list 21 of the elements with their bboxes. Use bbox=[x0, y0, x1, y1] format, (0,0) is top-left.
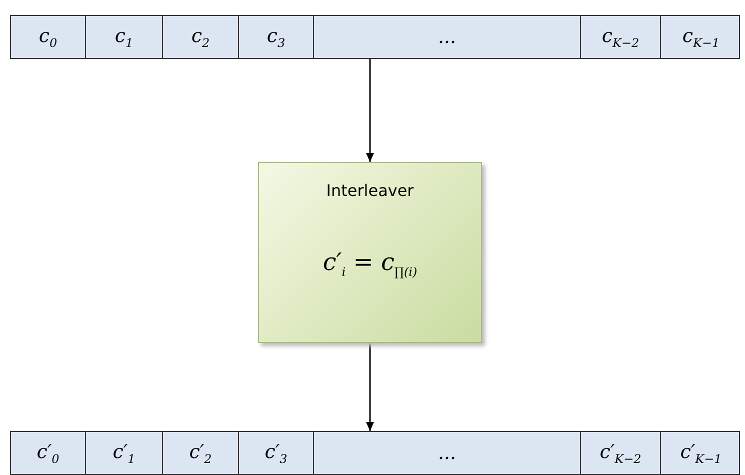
cell-label: ... bbox=[438, 26, 456, 48]
cell-label: c$_{0}$ bbox=[38, 24, 58, 50]
box-title: Interleaver bbox=[326, 181, 414, 200]
cell-label: c′$_{0}$ bbox=[36, 440, 60, 466]
cell-label: c′$_{K−1}$ bbox=[680, 440, 722, 466]
cell-label: ... bbox=[438, 442, 456, 464]
cell-label: c′$_{1}$ bbox=[112, 440, 136, 466]
cell-label: c$_{K−2}$ bbox=[602, 24, 640, 50]
cell-label: c$_{K−1}$ bbox=[682, 24, 720, 50]
cell-label: c′$_{K−2}$ bbox=[600, 440, 642, 466]
arrow bbox=[366, 59, 374, 162]
cell-label: c$_{3}$ bbox=[266, 24, 286, 50]
arrow bbox=[366, 343, 374, 431]
formula: c′$_{i}$ = c$_{∏(i)}$ bbox=[322, 248, 418, 279]
cell-label: c$_{2}$ bbox=[191, 24, 210, 50]
cell-label: c′$_{3}$ bbox=[264, 440, 288, 466]
cell-label: c′$_{2}$ bbox=[189, 440, 212, 466]
array-bar bbox=[10, 15, 740, 59]
cell-label: c$_{1}$ bbox=[114, 24, 134, 50]
process-box bbox=[258, 162, 482, 343]
array-bar bbox=[10, 431, 740, 475]
